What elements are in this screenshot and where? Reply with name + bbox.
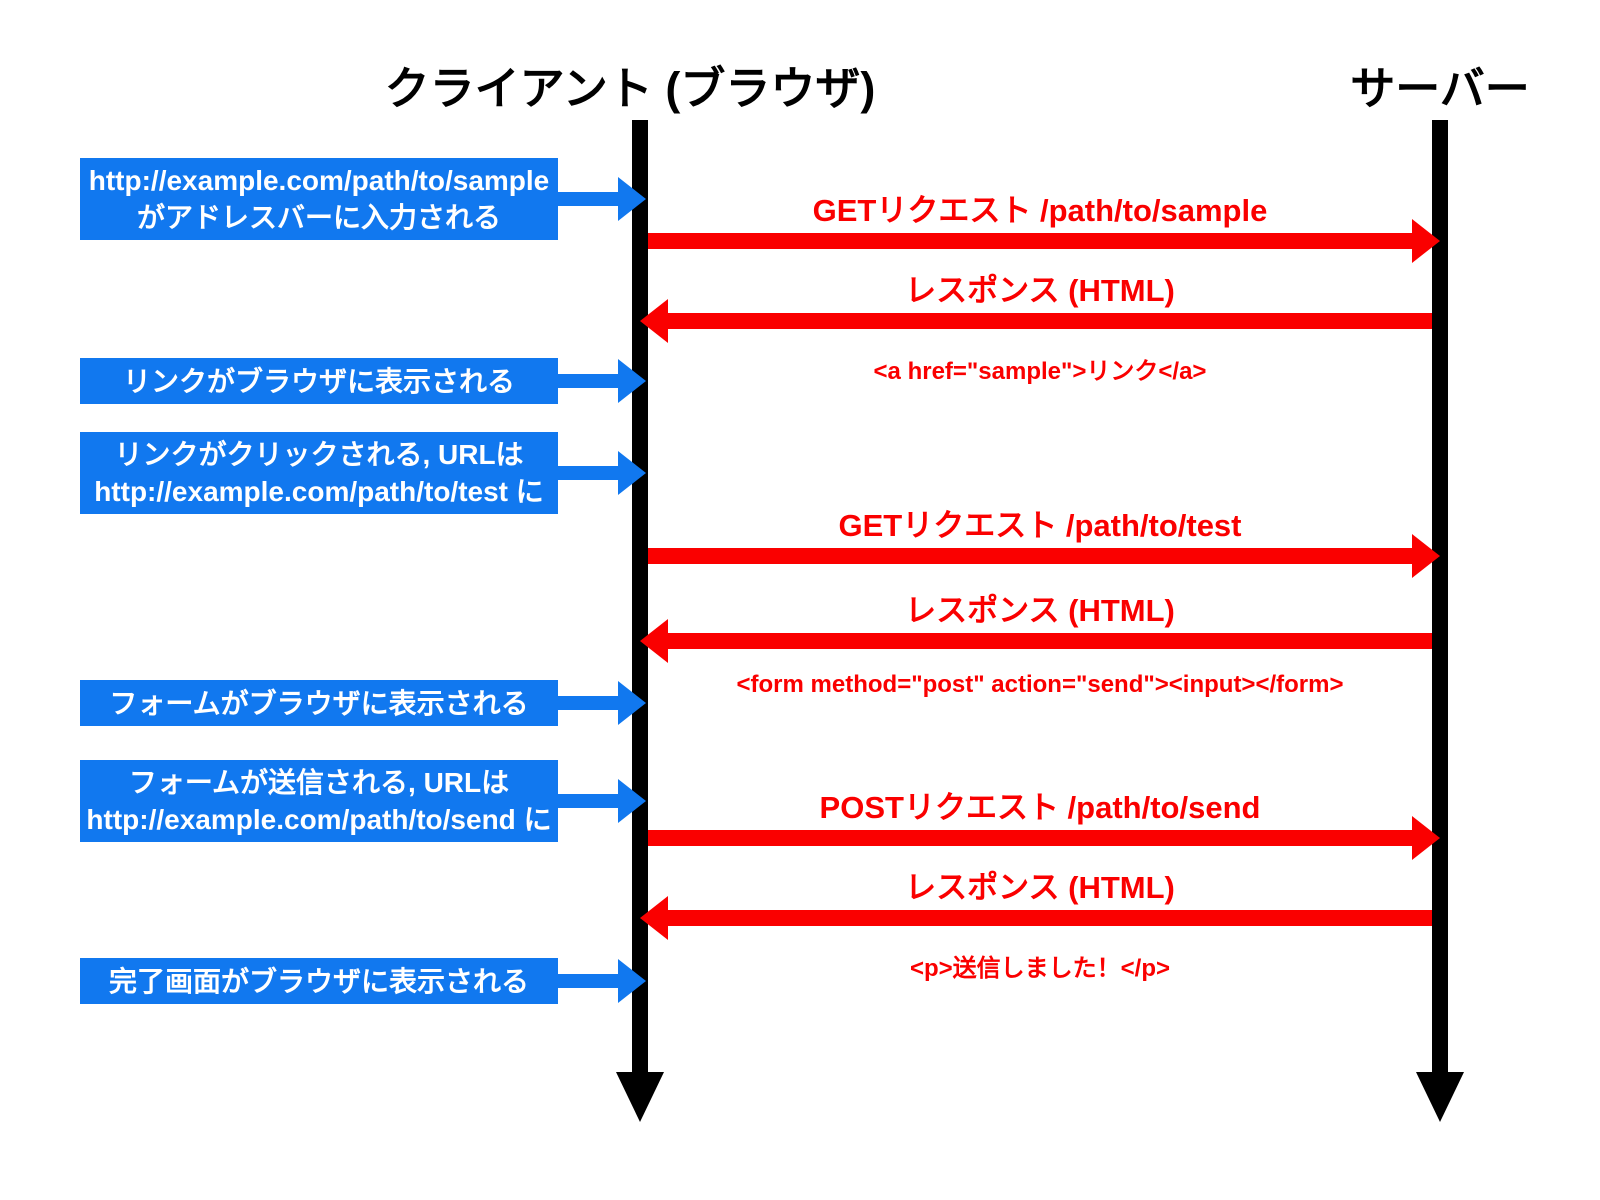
message-arrow-head bbox=[1412, 816, 1440, 860]
message-arrow-shaft bbox=[662, 313, 1432, 329]
event-arrow-shaft bbox=[558, 192, 620, 206]
client-event-box: 完了画面がブラウザに表示される bbox=[80, 958, 558, 1004]
message-label: POSTリクエスト /path/to/send bbox=[819, 790, 1261, 825]
client-event: リンクがクリックされる, URLは http://example.com/pat… bbox=[80, 432, 646, 514]
client-event-text: http://example.com/path/to/send に bbox=[86, 804, 552, 835]
message-response-html-2: レスポンス (HTML) <form method="post" action=… bbox=[640, 585, 1440, 705]
message-get-request-test: GETリクエスト /path/to/test bbox=[640, 500, 1440, 620]
message-arrow-shaft bbox=[662, 910, 1432, 926]
message-arrow-right-icon bbox=[640, 816, 1440, 860]
message-code: <p>送信しました！</p> bbox=[909, 955, 1171, 982]
client-event: フォームが送信される, URLは http://example.com/path… bbox=[80, 760, 646, 842]
client-lifeline bbox=[616, 120, 664, 1125]
event-arrow-icon bbox=[558, 959, 646, 1003]
message-arrow-head bbox=[1412, 534, 1440, 578]
message-arrow-left-icon bbox=[640, 896, 1440, 940]
client-event: リンクがブラウザに表示される bbox=[80, 358, 646, 404]
server-lifeline-title: サーバー bbox=[1350, 63, 1530, 114]
event-arrow-icon bbox=[558, 681, 646, 725]
client-event-box: http://example.com/path/to/sample がアドレスバ… bbox=[80, 158, 558, 240]
event-arrow-head bbox=[618, 959, 646, 1003]
message-label: レスポンス (HTML) bbox=[905, 870, 1175, 905]
message-code: <a href="sample">リンク</a> bbox=[873, 358, 1207, 385]
client-event-text: フォームが送信される, URLは bbox=[128, 767, 510, 798]
client-event: フォームがブラウザに表示される bbox=[80, 680, 646, 726]
server-lifeline-arrowhead-icon bbox=[1416, 1072, 1464, 1122]
client-lifeline-title: クライアント (ブラウザ) bbox=[384, 63, 876, 114]
event-arrow-icon bbox=[558, 359, 646, 403]
client-event-text: フォームがブラウザに表示される bbox=[109, 687, 529, 719]
client-event: 完了画面がブラウザに表示される bbox=[80, 958, 646, 1004]
client-event-text: 完了画面がブラウザに表示される bbox=[108, 965, 529, 997]
message-arrow-left-icon bbox=[640, 619, 1440, 663]
event-arrow-icon bbox=[558, 451, 646, 495]
message-arrow-head bbox=[640, 896, 668, 940]
client-lifeline-arrowhead-icon bbox=[616, 1072, 664, 1122]
message-arrow-head bbox=[640, 619, 668, 663]
event-arrow-shaft bbox=[558, 696, 620, 710]
event-arrow-icon bbox=[558, 177, 646, 221]
message-arrow-left-icon bbox=[640, 299, 1440, 343]
message-arrow-head bbox=[640, 299, 668, 343]
message-response-html-1: レスポンス (HTML) <a href="sample">リンク</a> bbox=[640, 265, 1440, 385]
message-arrow-shaft bbox=[648, 233, 1418, 249]
message-label: レスポンス (HTML) bbox=[905, 593, 1175, 628]
message-label: GETリクエスト /path/to/test bbox=[838, 508, 1242, 543]
event-arrow-icon bbox=[558, 779, 646, 823]
event-arrow-shaft bbox=[558, 374, 620, 388]
client-event-box: フォームがブラウザに表示される bbox=[80, 680, 558, 726]
event-arrow-head bbox=[618, 177, 646, 221]
message-post-request-send: POSTリクエスト /path/to/send bbox=[640, 782, 1440, 902]
message-arrow-right-icon bbox=[640, 219, 1440, 263]
message-label: GETリクエスト /path/to/sample bbox=[812, 193, 1268, 228]
client-event-text: http://example.com/path/to/test に bbox=[94, 476, 544, 507]
event-arrow-shaft bbox=[558, 466, 620, 480]
client-event-box: フォームが送信される, URLは http://example.com/path… bbox=[80, 760, 558, 842]
client-event-box: リンクがクリックされる, URLは http://example.com/pat… bbox=[80, 432, 558, 514]
message-arrow-shaft bbox=[662, 633, 1432, 649]
message-arrow-shaft bbox=[648, 548, 1418, 564]
message-arrow-head bbox=[1412, 219, 1440, 263]
client-event: http://example.com/path/to/sample がアドレスバ… bbox=[80, 158, 646, 240]
client-lifeline-bar bbox=[632, 120, 648, 1072]
event-arrow-head bbox=[618, 359, 646, 403]
event-arrow-head bbox=[618, 451, 646, 495]
message-label: レスポンス (HTML) bbox=[905, 273, 1175, 308]
event-arrow-shaft bbox=[558, 974, 620, 988]
message-arrow-right-icon bbox=[640, 534, 1440, 578]
message-arrow-shaft bbox=[648, 830, 1418, 846]
event-arrow-head bbox=[618, 681, 646, 725]
message-get-request-sample: GETリクエスト /path/to/sample bbox=[640, 185, 1440, 305]
event-arrow-shaft bbox=[558, 794, 620, 808]
client-event-text: http://example.com/path/to/sample bbox=[88, 165, 550, 196]
message-code: <form method="post" action="send"><input… bbox=[736, 671, 1344, 698]
client-event-text: リンクがクリックされる, URLは bbox=[114, 439, 524, 470]
client-event-box: リンクがブラウザに表示される bbox=[80, 358, 558, 404]
client-event-text: リンクがブラウザに表示される bbox=[122, 365, 515, 397]
event-arrow-head bbox=[618, 779, 646, 823]
message-response-html-3: レスポンス (HTML) <p>送信しました！</p> bbox=[640, 862, 1440, 982]
client-event-text: がアドレスバーに入力される bbox=[136, 202, 501, 233]
